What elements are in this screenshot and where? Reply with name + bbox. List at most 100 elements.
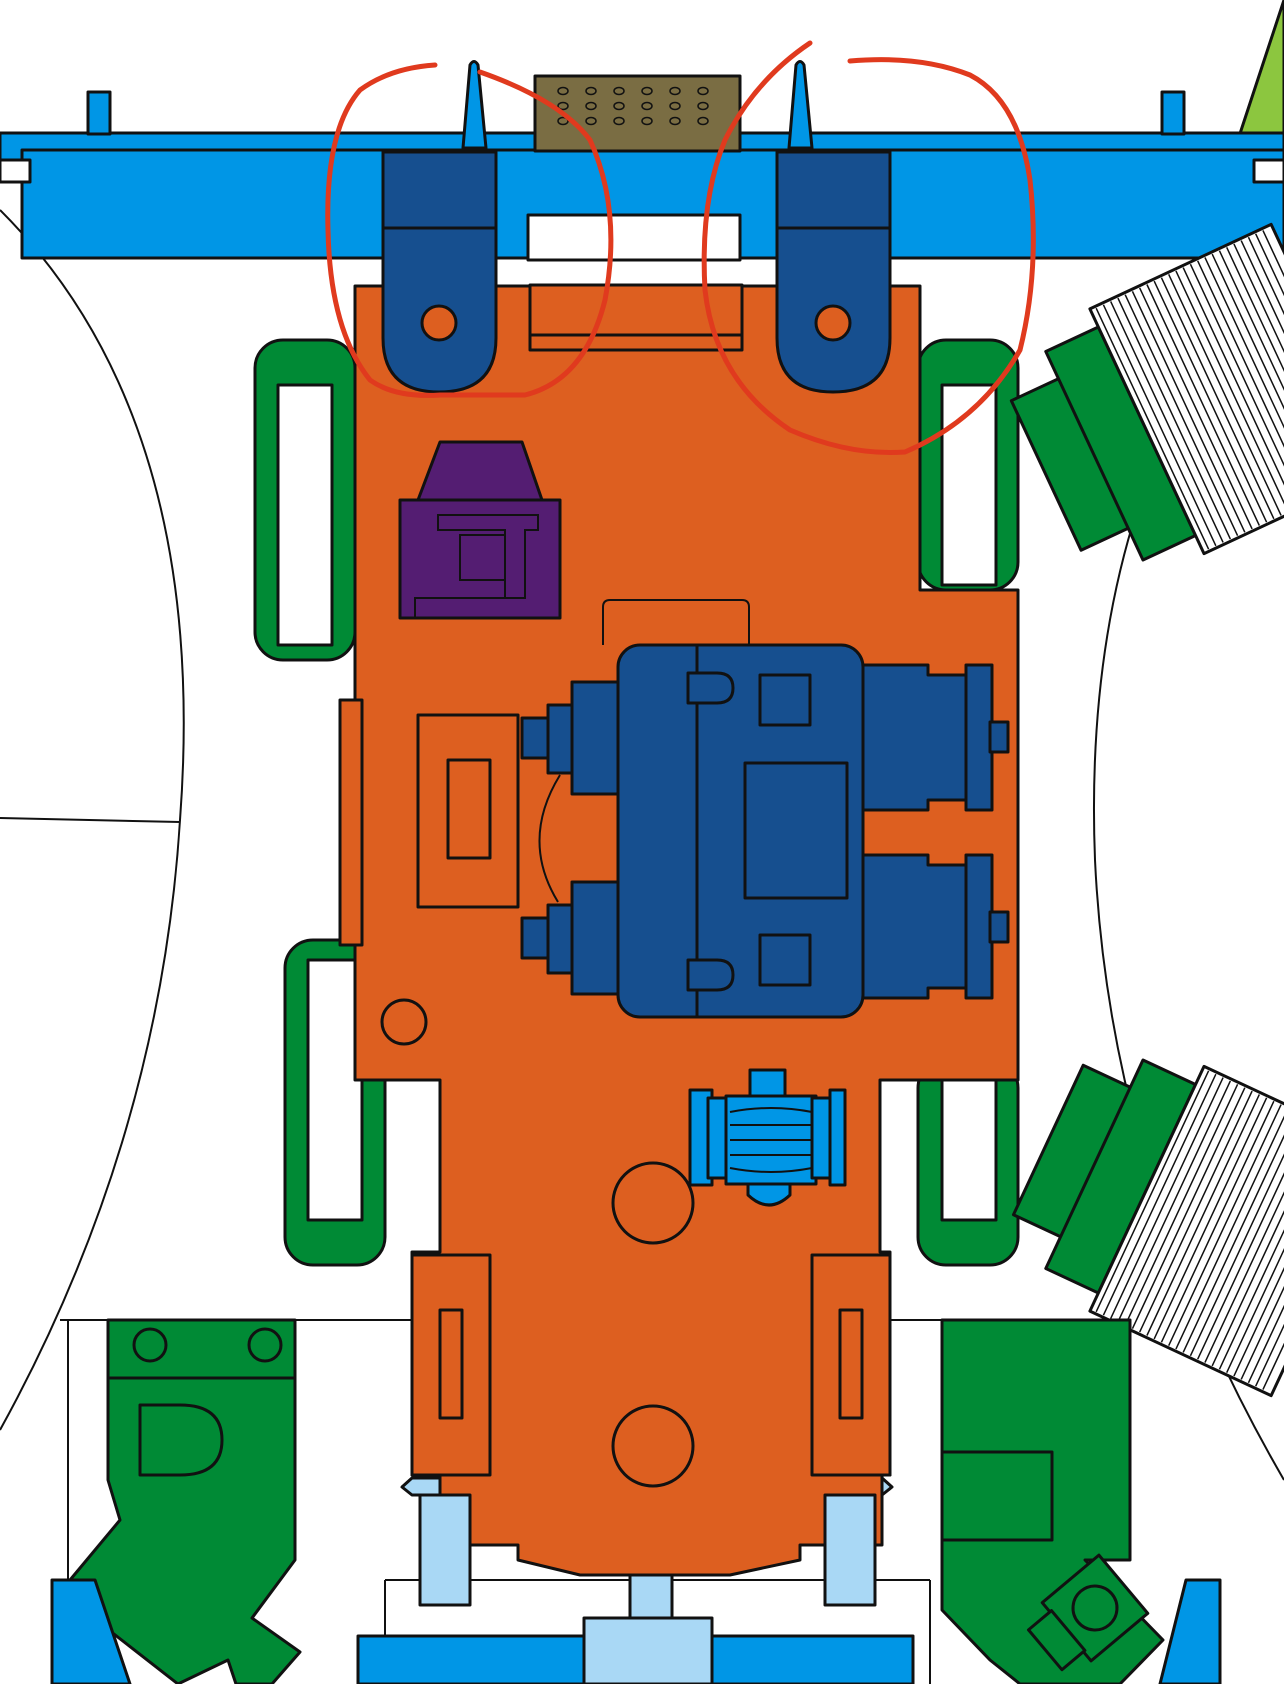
gearbox-flange-lower-left — [570, 880, 622, 996]
chassis-bolt-hole — [380, 998, 428, 1046]
drum-upper-barrel — [1088, 222, 1284, 556]
connector-pin — [641, 116, 653, 126]
purple-module-body — [398, 498, 562, 620]
drum-hatch-line — [1197, 1117, 1284, 1360]
drum-hatch-line — [1189, 263, 1284, 506]
drum-hatch-line — [1204, 1121, 1284, 1363]
small-pump — [688, 1068, 847, 1207]
bottom-frame-right-post — [1158, 1578, 1222, 1684]
connector-pin — [669, 86, 681, 96]
drum-hatch-line — [1102, 1073, 1217, 1316]
connector-pin — [557, 116, 569, 126]
connector-pin — [585, 86, 597, 96]
drum-hatch-line — [1255, 233, 1284, 476]
gearbox-port-upper — [758, 673, 812, 727]
bottom-right-square-port — [1026, 1553, 1150, 1672]
roller-drum-upper — [1009, 222, 1284, 562]
drum-lower-barrel — [1088, 1064, 1284, 1398]
connector-pin — [641, 86, 653, 96]
drum-hatch-line — [1124, 294, 1239, 537]
support-leg-right — [823, 1493, 877, 1607]
drum-hatch-line — [1139, 1090, 1253, 1333]
left-divider-line — [0, 817, 181, 823]
annotation-circle-left — [325, 62, 614, 398]
drum-hatch-line — [1168, 274, 1282, 516]
connector-pin — [557, 86, 569, 96]
connector-pin — [585, 116, 597, 126]
connector-block — [533, 74, 742, 153]
drum-hatch-line — [1175, 270, 1284, 513]
drum-hatch-line — [1255, 1144, 1284, 1387]
pump-ribs — [729, 1107, 813, 1173]
drum-hatch-line — [1160, 1100, 1275, 1343]
gearbox-cap-upper — [686, 671, 735, 705]
drum-hatch-line — [1117, 1080, 1232, 1323]
drum-hatch-line — [1204, 257, 1284, 499]
drum-hatch-line — [1160, 277, 1275, 520]
gearbox-flange-upper-left — [570, 680, 622, 796]
hinge-right-pin-hole — [814, 304, 852, 342]
chassis-left-slot — [446, 758, 492, 860]
center-foot — [582, 1616, 714, 1684]
drum-hatch-line — [1110, 301, 1224, 543]
gearbox-motor-upper-shaft — [988, 720, 1010, 754]
drum-hatch-line — [1139, 287, 1253, 530]
drum-hatch-line — [1218, 250, 1284, 493]
drum-hatch-line — [1211, 253, 1284, 496]
pin-left — [461, 60, 488, 150]
connector-pin — [697, 86, 709, 96]
drum-hatch-line — [1095, 307, 1210, 550]
chassis-lower-right-slot — [838, 1308, 864, 1420]
gearbox-motor-upper — [858, 663, 970, 812]
chassis-arc — [538, 774, 561, 903]
gearbox-panel — [743, 761, 849, 900]
connector-pin — [697, 101, 709, 111]
chassis-round-port-upper — [611, 1161, 695, 1245]
drum-hatch-line — [1131, 1087, 1246, 1330]
pin-right — [787, 60, 814, 150]
bottom-left-bolt-2 — [247, 1327, 283, 1363]
drum-hatch-line — [1102, 304, 1217, 547]
drum-hatch-line — [1197, 260, 1284, 503]
drum-hatch-line — [1146, 284, 1261, 526]
drum-hatch-line — [1262, 1148, 1284, 1390]
chassis-side-tab — [338, 698, 364, 947]
drum-hatch-line — [1168, 1104, 1282, 1346]
hinge-left-pin-hole — [420, 304, 458, 342]
bottom-left-bracket — [58, 1318, 302, 1684]
drum-hatch-line — [1218, 1127, 1284, 1370]
connector-pin — [669, 101, 681, 111]
connector-pins — [557, 86, 709, 126]
purple-module-base-line — [414, 597, 525, 618]
square-port-tab — [1026, 1609, 1087, 1672]
handle-loop-lower-left-slot — [306, 958, 364, 1222]
chassis-lower-left-slot — [438, 1308, 464, 1420]
drum-hatch-line — [1182, 267, 1284, 509]
drum-hatch-line — [1233, 1134, 1284, 1377]
connector-pin — [641, 101, 653, 111]
purple-module-window — [459, 534, 506, 581]
handle-loop-upper-left-slot — [276, 383, 334, 647]
drum-hatch-line — [1124, 1083, 1239, 1326]
square-port-hole — [1071, 1584, 1119, 1632]
annotation-circle-right — [701, 40, 1036, 455]
support-leg-right-cap — [880, 1476, 894, 1497]
crossbeam-notch-left — [0, 158, 32, 184]
purple-module — [398, 440, 562, 620]
gearbox-assembly — [520, 643, 1010, 1019]
drum-hatch-line — [1095, 1070, 1210, 1313]
hinge-bracket-left — [381, 150, 498, 394]
gearbox-housing — [616, 643, 865, 1019]
roller-drums — [1009, 222, 1284, 1398]
connector-pin — [557, 101, 569, 111]
crossbeam-post-left — [86, 90, 112, 136]
chassis-round-port-lower — [611, 1404, 695, 1488]
drum-hatch-line — [1153, 1097, 1268, 1340]
drum-hatch-line — [1262, 230, 1284, 472]
pump-right-cap — [828, 1088, 847, 1187]
drum-upper-hatch — [1095, 230, 1284, 550]
left-wheel-arc — [0, 209, 185, 1431]
hinge-left-body — [381, 150, 498, 394]
center-shaft — [628, 1573, 674, 1622]
